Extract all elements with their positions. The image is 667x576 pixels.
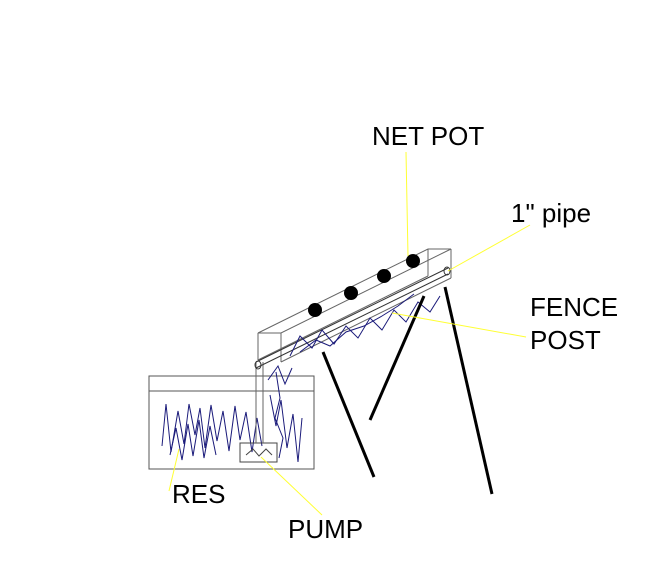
fence-post-label-line2: POST (530, 325, 601, 355)
reservoir (148, 375, 315, 470)
reservoir-tank (148, 375, 315, 470)
channel-roots (267, 293, 441, 386)
pump-body (239, 442, 278, 463)
leg-back (443, 286, 494, 495)
leg-brace (368, 295, 426, 421)
leader-lines (168, 151, 531, 516)
leader-net-pot (405, 151, 409, 257)
leader-pump (260, 456, 323, 516)
fence-post-label-line1: FENCE (530, 292, 619, 322)
leg-front (321, 351, 376, 478)
net-pot-3 (377, 269, 391, 283)
leader-fence-post (391, 312, 527, 338)
riser-pipe (255, 362, 264, 443)
pump (239, 442, 278, 463)
leader-pipe (447, 224, 531, 272)
net-pot-label: NET POT (372, 121, 485, 151)
reservoir-label: RES (172, 479, 226, 509)
net-pot-4 (406, 254, 420, 268)
pipe-label: 1" pipe (511, 198, 592, 228)
reservoir-roots (161, 371, 303, 463)
support-legs (321, 286, 494, 495)
pump-label: PUMP (288, 514, 364, 544)
pump-mark (245, 448, 273, 457)
net-pots (308, 254, 420, 317)
leader-res (168, 448, 180, 492)
fence-post (257, 248, 452, 363)
net-pot-1 (308, 303, 322, 317)
net-pot-2 (344, 286, 358, 300)
pipe (254, 266, 451, 370)
